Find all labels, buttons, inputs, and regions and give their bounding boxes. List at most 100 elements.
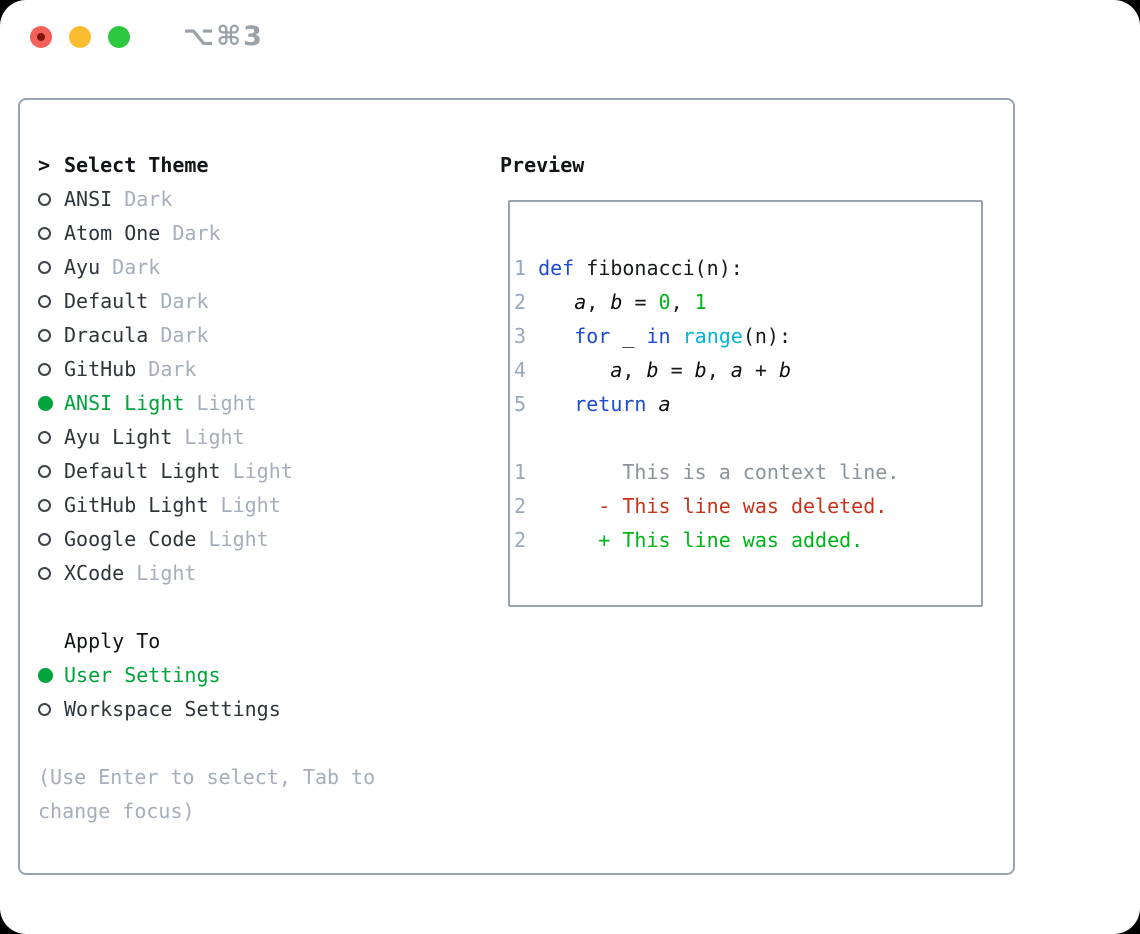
radio-marker xyxy=(38,498,64,512)
radio-selected-icon xyxy=(38,395,53,411)
close-button[interactable] xyxy=(30,26,52,48)
theme-option-label: XCode xyxy=(64,561,125,585)
code-token: = xyxy=(658,358,695,382)
code-token: This is a context line. xyxy=(526,460,900,484)
theme-option-label: Atom One xyxy=(64,221,161,245)
theme-option-label: Default Light xyxy=(64,459,221,483)
radio-marker xyxy=(38,667,64,683)
code-token: (n): xyxy=(742,324,791,348)
code-token xyxy=(671,324,683,348)
code-token: in xyxy=(646,324,671,348)
minimize-button[interactable] xyxy=(69,26,91,48)
code-token: b xyxy=(778,358,792,382)
theme-variant-tag: Dark xyxy=(112,255,161,279)
theme-option-label: ANSI xyxy=(64,187,113,211)
radio-unselected-icon xyxy=(38,192,51,206)
apply-option[interactable]: Workspace Settings xyxy=(38,692,375,726)
code-token: def xyxy=(538,256,575,280)
theme-option[interactable]: ANSI Dark xyxy=(38,182,375,216)
code-token: = xyxy=(622,290,659,314)
code-line: 2 - This line was deleted. xyxy=(514,489,981,523)
radio-unselected-icon xyxy=(38,532,51,546)
radio-unselected-icon xyxy=(38,498,51,512)
theme-option-label: GitHub xyxy=(64,357,137,381)
code-token: - This line was deleted. xyxy=(526,494,888,518)
radio-marker xyxy=(38,464,64,478)
radio-unselected-icon xyxy=(38,328,51,342)
line-number: 4 xyxy=(514,358,527,382)
prompt-icon: > xyxy=(38,153,51,177)
theme-variant-tag: Light xyxy=(208,527,269,551)
radio-marker xyxy=(38,566,64,580)
section-gap xyxy=(38,726,375,760)
line-number: 2 xyxy=(514,290,527,314)
code-line: 2 a, b = 0, 1 xyxy=(514,285,981,319)
theme-variant-tag: Dark xyxy=(124,187,173,211)
hint-line: (Use Enter to select, Tab to xyxy=(38,765,376,789)
code-token: + This line was added. xyxy=(526,528,864,552)
line-number: 5 xyxy=(514,392,527,416)
theme-list-title: Select Theme xyxy=(64,153,209,177)
apply-option-label: User Settings xyxy=(64,663,221,687)
theme-option-label: ANSI Light xyxy=(64,391,185,415)
theme-option-label: Google Code xyxy=(64,527,197,551)
radio-marker xyxy=(38,702,64,716)
radio-selected-icon xyxy=(38,667,53,683)
line-number: 3 xyxy=(514,324,527,348)
radio-unselected-icon xyxy=(38,430,51,444)
radio-marker xyxy=(38,328,64,342)
code-token xyxy=(526,324,574,348)
titlebar-shortcut-label: ⌥⌘3 xyxy=(183,21,264,52)
apply-to-title: Apply To xyxy=(64,629,161,653)
code-line: 3 for _ in range(n): xyxy=(514,319,981,353)
line-number: 2 xyxy=(514,494,527,518)
code-token xyxy=(526,392,574,416)
code-token: 0 xyxy=(658,290,671,314)
radio-marker xyxy=(38,226,64,240)
code-token: b xyxy=(646,358,659,382)
apply-option-label: Workspace Settings xyxy=(64,697,281,721)
code-token: , xyxy=(586,290,611,314)
theme-option-label: GitHub Light xyxy=(64,493,209,517)
code-token xyxy=(646,392,658,416)
radio-marker xyxy=(38,192,64,206)
code-line: 2 + This line was added. xyxy=(514,523,981,557)
code-token: + xyxy=(742,358,779,382)
code-line: 1 def fibonacci(n): xyxy=(514,251,981,285)
radio-unselected-icon xyxy=(38,464,51,478)
code-token: range xyxy=(682,324,743,348)
code-token: _ xyxy=(610,324,647,348)
code-token: return xyxy=(574,392,647,416)
theme-option[interactable]: Google Code Light xyxy=(38,522,375,556)
titlebar: ⌥⌘3 xyxy=(0,0,1140,74)
apply-option[interactable]: User Settings xyxy=(38,658,375,692)
radio-unselected-icon xyxy=(38,566,51,580)
code-token: , xyxy=(670,290,695,314)
code-token: a xyxy=(610,358,623,382)
radio-marker xyxy=(38,532,64,546)
code-line: 1 This is a context line. xyxy=(514,455,981,489)
line-number: 1 xyxy=(514,256,527,280)
code-token xyxy=(526,358,610,382)
radio-unselected-icon xyxy=(38,702,51,716)
preview-title: Preview xyxy=(500,153,585,177)
radio-marker xyxy=(38,362,64,376)
theme-variant-tag: Dark xyxy=(160,289,209,313)
code-token: a xyxy=(730,358,743,382)
code-line xyxy=(514,421,981,455)
zoom-button[interactable] xyxy=(108,26,130,48)
